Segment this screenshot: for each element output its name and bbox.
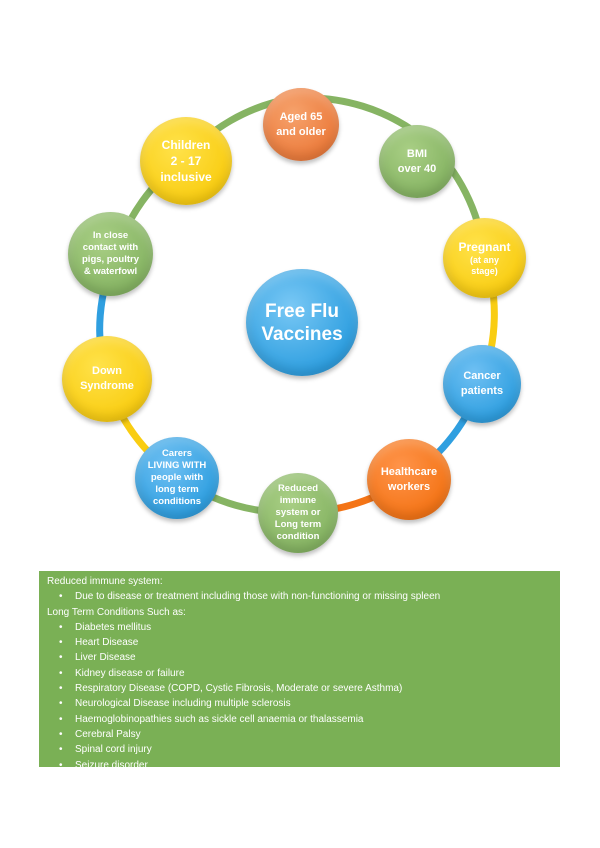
- node-reduced-line: system or: [275, 507, 321, 518]
- node-cancer-patients: Cancer patients: [443, 345, 521, 423]
- node-pregnant: Pregnant (at any stage): [443, 218, 526, 298]
- node-aged-65: Aged 65 and older: [263, 88, 339, 161]
- center-line-1: Free Flu: [265, 300, 339, 322]
- node-down-line: Syndrome: [80, 380, 134, 392]
- list-item: Liver Disease: [59, 650, 552, 666]
- node-pregnant-subline: stage): [471, 266, 498, 276]
- node-contact-line: contact with: [82, 242, 139, 253]
- node-carers-line: long term: [155, 484, 199, 495]
- list-item: Cerebral Palsy: [59, 727, 552, 743]
- node-children-line: inclusive: [160, 170, 212, 184]
- list-item: Respiratory Disease (COPD, Cystic Fibros…: [59, 681, 552, 697]
- node-contact-line: & waterfowl: [83, 266, 138, 277]
- node-aged-65-line: and older: [276, 125, 326, 138]
- node-children-line: 2 - 17: [170, 154, 202, 168]
- center-free-flu-vaccines: Free Flu Vaccines: [246, 269, 358, 376]
- node-healthcare-line: Healthcare: [380, 465, 438, 478]
- list-item: Neurological Disease including multiple …: [59, 696, 552, 712]
- node-pregnant-subline: (at any: [469, 255, 499, 265]
- node-contact-line: pigs, poultry: [82, 254, 139, 265]
- node-cancer-line: Cancer: [463, 370, 501, 382]
- list-item: Seizure disorder: [59, 758, 552, 774]
- node-reduced-line: condition: [276, 531, 320, 542]
- list-item: Heart Disease: [59, 635, 552, 651]
- long-term-heading: Long Term Conditions Such as:: [47, 606, 186, 618]
- node-reduced-line: Long term: [274, 519, 322, 530]
- node-reduced-line: immune: [279, 495, 317, 506]
- reduced-immune-list: Due to disease or treatment including th…: [47, 589, 552, 605]
- node-carers: Carers LIVING WITH people with long term…: [135, 437, 219, 519]
- node-aged-65-line: Aged 65: [279, 110, 323, 123]
- list-item: Spinal cord injury: [59, 742, 552, 758]
- node-bmi-over-40: BMI over 40: [379, 125, 455, 198]
- eligibility-info-box: Reduced immune system: Due to disease or…: [39, 571, 560, 773]
- node-carers-line: conditions: [152, 496, 202, 507]
- list-item: Kidney disease or failure: [59, 666, 552, 682]
- list-item: Diabetes mellitus: [59, 620, 552, 636]
- node-reduced-line: Reduced: [277, 483, 319, 494]
- node-carers-line: LIVING WITH: [147, 460, 207, 471]
- reduced-immune-heading: Reduced immune system:: [47, 576, 163, 587]
- node-carers-line: people with: [150, 472, 204, 483]
- node-down-syndrome: Down Syndrome: [62, 336, 152, 422]
- flu-vaccine-diagram: Free Flu Vaccines Aged 65 and older BMI …: [62, 88, 526, 553]
- node-carers-line: Carers: [161, 448, 193, 459]
- node-children: Children 2 - 17 inclusive: [140, 117, 232, 205]
- node-down-line: Down: [92, 365, 122, 377]
- list-item: Due to disease or treatment including th…: [59, 589, 552, 605]
- node-reduced-immune: Reduced immune system or Long term condi…: [258, 473, 338, 553]
- node-pregnant-line: Pregnant: [458, 240, 511, 254]
- node-close-contact: In close contact with pigs, poultry & wa…: [68, 212, 153, 296]
- node-bmi-line: over 40: [397, 162, 437, 175]
- node-healthcare-workers: Healthcare workers: [367, 439, 451, 520]
- node-cancer-line: patients: [460, 385, 504, 397]
- node-healthcare-line: workers: [387, 480, 431, 493]
- long-term-list: Diabetes mellitus Heart Disease Liver Di…: [47, 620, 552, 773]
- node-children-line: Children: [161, 138, 211, 152]
- node-contact-line: In close: [92, 230, 129, 241]
- center-line-2: Vaccines: [261, 323, 343, 345]
- list-item: Haemoglobinopathies such as sickle cell …: [59, 712, 552, 728]
- node-bmi-line: BMI: [406, 147, 428, 160]
